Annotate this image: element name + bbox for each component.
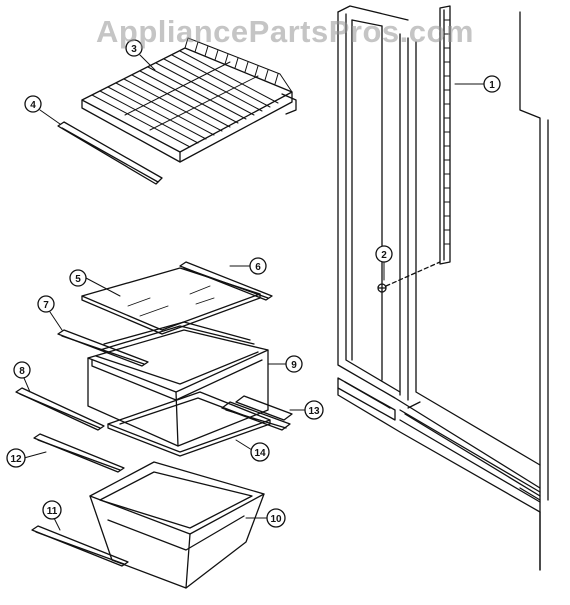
- svg-text:8: 8: [19, 366, 25, 377]
- crisper-drawer: [87, 321, 269, 447]
- callout-12: 12: [6, 448, 26, 468]
- drawer-side-trims: [15, 387, 129, 567]
- refrigerator-cabinet: [337, 5, 549, 571]
- callout-3: 3: [125, 39, 143, 57]
- glass-crisper-cover: [81, 267, 261, 335]
- svg-text:11: 11: [47, 506, 58, 517]
- shelf-front-trim: [57, 121, 163, 185]
- drawer-slide-rails: [107, 391, 293, 457]
- wire-shelf: [81, 37, 297, 163]
- svg-text:10: 10: [270, 514, 282, 525]
- leader-lines: [23, 54, 485, 531]
- callout-13: 13: [304, 400, 324, 420]
- svg-text:3: 3: [131, 44, 137, 55]
- svg-text:14: 14: [254, 448, 266, 459]
- svg-text:4: 4: [30, 100, 36, 111]
- callout-7: 7: [37, 295, 55, 313]
- cover-rear-trim: [179, 261, 273, 301]
- callout-4: 4: [24, 95, 42, 113]
- svg-text:6: 6: [255, 262, 261, 273]
- callout-11: 11: [42, 500, 62, 520]
- callout-1: 1: [483, 75, 501, 93]
- lower-storage-bin: [89, 461, 265, 589]
- rail-screw: [377, 261, 441, 293]
- callout-6: 6: [249, 257, 267, 275]
- callout-14: 14: [250, 442, 270, 462]
- svg-text:5: 5: [75, 274, 81, 285]
- callout-10: 10: [266, 508, 286, 528]
- svg-text:13: 13: [308, 406, 320, 417]
- svg-text:1: 1: [489, 80, 495, 91]
- cover-front-trim: [57, 329, 149, 367]
- shelf-ladder-rail: [439, 5, 451, 265]
- svg-text:7: 7: [43, 300, 49, 311]
- svg-text:12: 12: [10, 454, 22, 465]
- svg-text:9: 9: [291, 360, 297, 371]
- callout-5: 5: [69, 269, 87, 287]
- callout-2: 2: [375, 245, 393, 263]
- callout-9: 9: [285, 355, 303, 373]
- callout-8: 8: [13, 361, 31, 379]
- svg-text:2: 2: [381, 250, 387, 261]
